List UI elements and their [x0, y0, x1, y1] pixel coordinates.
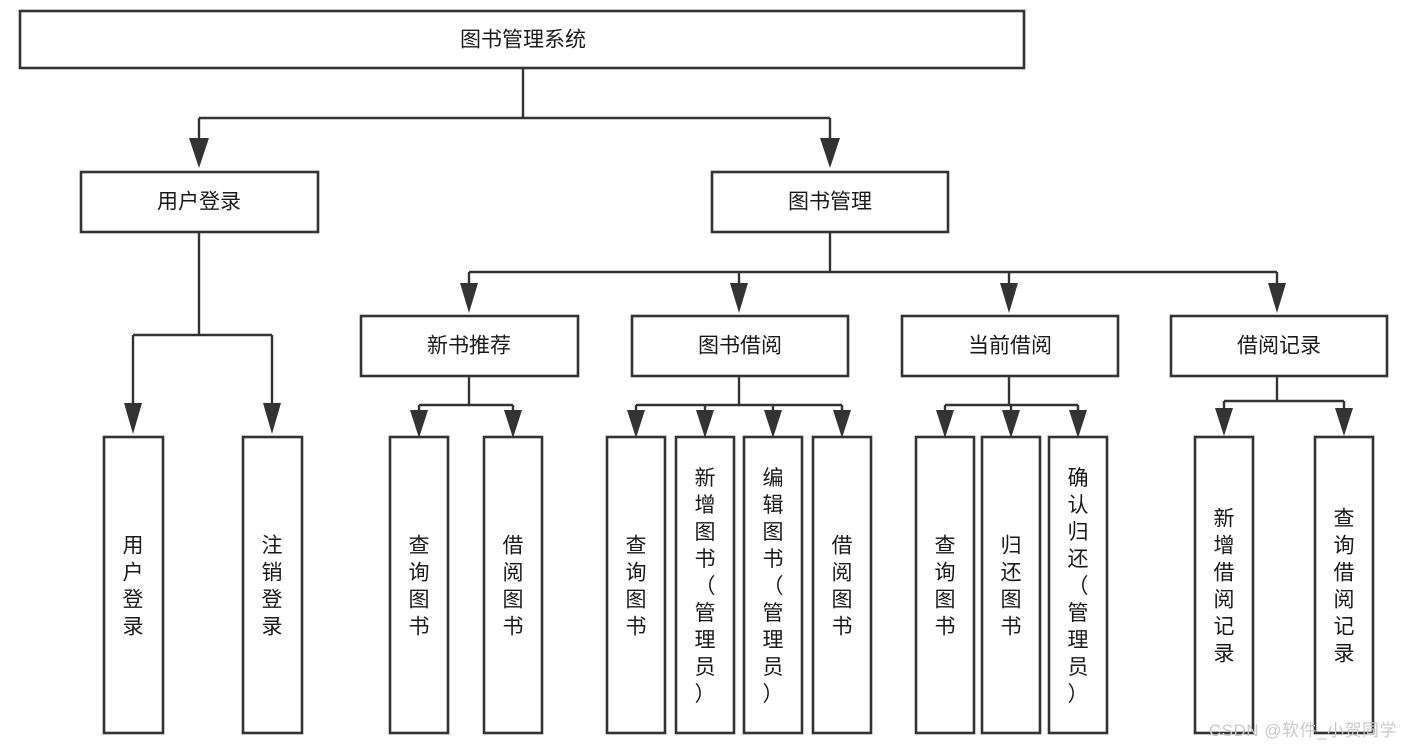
arrow-head-leaf-query-book-3 — [936, 410, 954, 438]
node-leaf-query-book-1[interactable]: 查询图书 — [388, 435, 450, 735]
node-leaf-add-book-label: 新增图书（管理员） — [695, 467, 716, 706]
arrow-head-leaf-edit-book — [764, 410, 782, 438]
node-borrow-record[interactable]: 借阅记录 — [1169, 314, 1389, 378]
node-leaf-return-book[interactable]: 归还图书 — [980, 435, 1042, 735]
arrow-head-leaf-borrow-book-1 — [504, 410, 522, 438]
arrow-head-leaf-add-record — [1215, 408, 1233, 436]
node-leaf-query-record-label: 查询借阅记录 — [1334, 508, 1355, 666]
node-leaf-add-record-box[interactable] — [1193, 435, 1255, 735]
node-leaf-add-book[interactable]: 新增图书（管理员） — [674, 435, 736, 735]
node-leaf-query-record[interactable]: 查询借阅记录 — [1313, 435, 1375, 735]
arrow-head-leaf-logout — [263, 403, 281, 434]
node-leaf-confirm-return-box[interactable] — [1047, 435, 1109, 735]
node-leaf-edit-book-box[interactable] — [742, 435, 804, 735]
node-leaf-query-book-1-box[interactable] — [388, 435, 450, 735]
connector-layer — [124, 68, 1353, 438]
node-root-box[interactable] — [18, 9, 1026, 70]
arrow-head-leaf-query-book-2 — [627, 410, 645, 438]
node-leaf-add-record[interactable]: 新增借阅记录 — [1193, 435, 1255, 735]
arrow-head-leaf-borrow-book-2 — [833, 410, 851, 438]
node-leaf-user-login-label: 用户登录 — [123, 535, 144, 639]
node-new-book-rec[interactable]: 新书推荐 — [359, 314, 580, 378]
node-book-manage[interactable]: 图书管理 — [710, 170, 950, 234]
node-leaf-edit-book[interactable]: 编辑图书（管理员） — [742, 435, 804, 735]
arrow-head-leaf-user-login — [124, 403, 142, 434]
node-leaf-query-book-3-box[interactable] — [914, 435, 976, 735]
node-root-label: 图书管理系统 — [460, 29, 586, 52]
node-book-borrow-box[interactable] — [630, 314, 850, 378]
arrow-head-user-login — [189, 138, 209, 168]
node-book-borrow-label: 图书借阅 — [698, 335, 782, 358]
node-leaf-borrow-book-2-label: 借阅图书 — [832, 535, 853, 639]
node-book-manage-box[interactable] — [710, 170, 950, 234]
arrow-head-leaf-query-book-1 — [410, 410, 428, 438]
node-leaf-add-book-box[interactable] — [674, 435, 736, 735]
arrow-head-book-manage — [820, 138, 840, 168]
node-borrow-record-box[interactable] — [1169, 314, 1389, 378]
node-leaf-query-book-2-box[interactable] — [605, 435, 667, 735]
node-user-login-box[interactable] — [79, 170, 320, 234]
node-leaf-confirm-return-label: 确认归还（管理员） — [1068, 467, 1089, 706]
node-leaf-borrow-book-2[interactable]: 借阅图书 — [811, 435, 873, 735]
arrow-head-leaf-confirm-return — [1069, 410, 1087, 438]
node-leaf-query-book-1-label: 查询图书 — [409, 535, 430, 639]
node-leaf-borrow-book-1-label: 借阅图书 — [503, 535, 524, 639]
node-leaf-user-login[interactable]: 用户登录 — [102, 435, 165, 735]
node-current-borrow-label: 当前借阅 — [968, 335, 1052, 358]
node-leaf-add-record-label: 新增借阅记录 — [1214, 508, 1235, 666]
node-leaf-logout-label: 注销登录 — [262, 535, 283, 639]
node-leaf-return-book-label: 归还图书 — [1001, 535, 1022, 639]
node-leaf-return-book-box[interactable] — [980, 435, 1042, 735]
arrow-head-leaf-add-book — [696, 410, 714, 438]
node-user-login-label: 用户登录 — [157, 191, 241, 214]
node-book-manage-label: 图书管理 — [788, 191, 872, 214]
arrow-head-borrow-record — [1268, 283, 1286, 313]
arrow-head-book-borrow — [730, 283, 748, 313]
node-leaf-borrow-book-1[interactable]: 借阅图书 — [482, 435, 544, 735]
arrow-head-current-borrow — [1000, 283, 1018, 313]
node-leaf-user-login-box[interactable] — [102, 435, 165, 735]
arrow-head-new-book-rec — [460, 283, 478, 313]
node-leaf-logout-box[interactable] — [241, 435, 304, 735]
node-leaf-query-book-2-label: 查询图书 — [626, 535, 647, 639]
node-leaf-confirm-return[interactable]: 确认归还（管理员） — [1047, 435, 1109, 735]
node-leaf-query-book-3[interactable]: 查询图书 — [914, 435, 976, 735]
node-leaf-edit-book-label: 编辑图书（管理员） — [763, 467, 784, 706]
arrow-head-leaf-return-book — [1002, 410, 1020, 438]
node-leaf-query-record-box[interactable] — [1313, 435, 1375, 735]
watermark: CSDN @软件_小贺同学 — [1208, 721, 1397, 740]
node-new-book-rec-label: 新书推荐 — [427, 335, 511, 358]
node-current-borrow[interactable]: 当前借阅 — [900, 314, 1120, 378]
node-root[interactable]: 图书管理系统 — [18, 9, 1026, 70]
node-leaf-borrow-book-2-box[interactable] — [811, 435, 873, 735]
node-leaf-borrow-book-1-box[interactable] — [482, 435, 544, 735]
arrow-head-leaf-query-record — [1335, 408, 1353, 436]
node-leaf-logout[interactable]: 注销登录 — [241, 435, 304, 735]
node-borrow-record-label: 借阅记录 — [1237, 335, 1321, 358]
node-current-borrow-box[interactable] — [900, 314, 1120, 378]
node-book-borrow[interactable]: 图书借阅 — [630, 314, 850, 378]
node-user-login[interactable]: 用户登录 — [79, 170, 320, 234]
node-new-book-rec-box[interactable] — [359, 314, 580, 378]
node-leaf-query-book-2[interactable]: 查询图书 — [605, 435, 667, 735]
node-leaf-query-book-3-label: 查询图书 — [935, 535, 956, 639]
